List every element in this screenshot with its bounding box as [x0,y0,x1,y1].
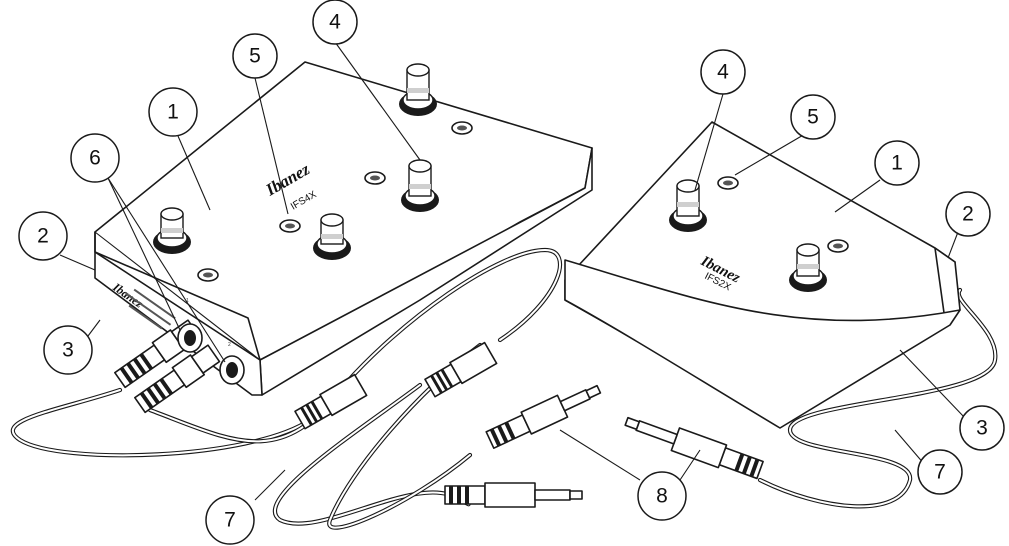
callout-label: 7 [224,509,236,532]
ifs2x-led-2 [827,239,849,253]
ifs4x-output-jack-2 [219,355,245,385]
cables [10,247,998,530]
callout-label: 8 [656,485,668,508]
leader-lines [59,41,966,501]
callout-label: 4 [329,11,341,34]
ifs4x-led-2 [279,219,301,233]
quarter-inch-plug-2 [444,482,583,508]
callout-2-ifs2x: 2 [945,191,991,237]
ifs4x-led-1 [197,268,219,282]
ifs4x-led-4 [451,121,473,135]
callout-label: 5 [807,106,819,129]
ifs4x-plug-2 [134,344,221,414]
ifs2x-footswitch-1 [669,179,707,232]
ifs2x-footswitch-2 [789,243,827,292]
ifs4x-led-3 [364,171,386,185]
ifs2x-pedal: Ibanez IFS2X [564,121,961,429]
callout-3-ifs4x: 3 [43,325,93,375]
ifs4x-jack-label-1: 1 [186,298,189,304]
callout-label: 1 [891,152,903,175]
callout-4-ifs4x: 4 [312,0,358,45]
ifs4x-footswitch-3 [401,159,439,212]
ifs2x-led-1 [717,176,739,190]
y-cable-splitter-2 [424,341,498,398]
callout-label: 1 [167,101,179,124]
quarter-inch-plug-3 [624,416,764,480]
callout-3-ifs2x: 3 [959,405,1005,451]
callout-1-ifs2x: 1 [874,140,920,186]
callout-2-ifs4x: 2 [18,211,68,261]
callout-7-ifs4x: 7 [205,495,255,545]
callout-label: 3 [976,417,988,440]
callout-5-ifs2x: 5 [790,94,836,140]
ifs4x-footswitch-4 [399,63,437,116]
callout-8: 8 [637,471,687,521]
callout-label: 5 [249,45,261,68]
callout-1-ifs4x: 1 [148,87,198,137]
ifs4x-output-jack-1 [177,323,203,353]
callout-label: 4 [717,61,729,84]
callout-label: 6 [89,147,101,170]
callout-label: 2 [37,225,49,248]
ifs4x-footswitch-1 [153,207,191,254]
callout-label: 3 [62,339,74,362]
ifs4x-front-markings [124,288,176,330]
ifs4x-jack-label-2: 2 [228,342,231,348]
callout-4-ifs2x: 4 [700,49,746,95]
callout-label: 2 [962,203,974,226]
callout-7-ifs2x: 7 [917,449,963,495]
callout-5-ifs4x: 5 [232,33,278,79]
ifs4x-footswitch-2 [313,213,351,260]
callout-label: 7 [934,461,946,484]
quarter-inch-plug-1 [485,384,602,449]
callout-6: 6 [70,133,120,183]
y-cable-splitter-1 [294,373,368,430]
